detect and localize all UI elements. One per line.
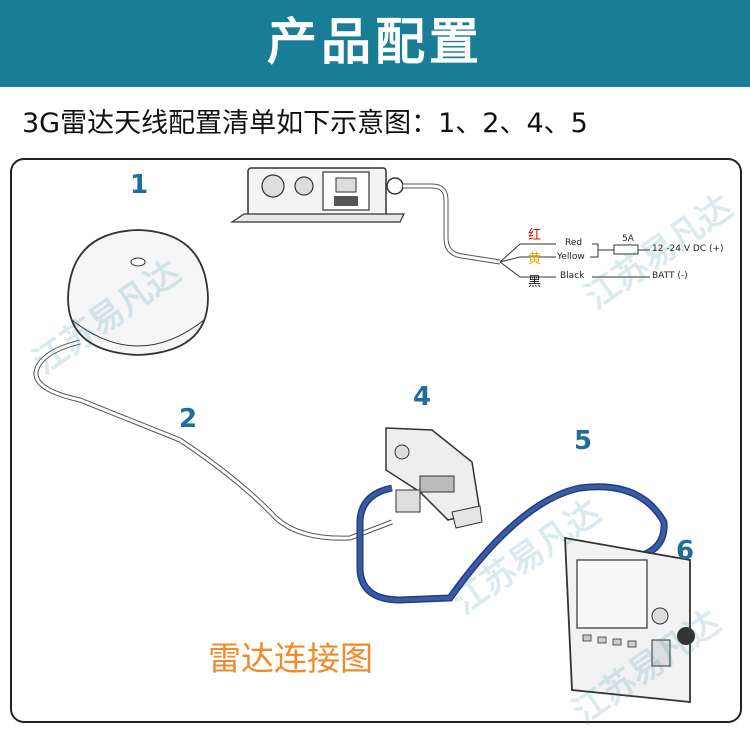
interface-box xyxy=(232,168,404,222)
wire-black-cn: 黑 xyxy=(528,271,541,290)
callout-radar: 1 xyxy=(130,170,148,200)
wire-red-cn: 红 xyxy=(528,224,541,243)
wire-red-label: Red xyxy=(565,238,582,248)
callout-cable-5: 5 xyxy=(574,426,592,456)
wire-yellow-cn: 黄 xyxy=(528,248,541,267)
connector-junction xyxy=(386,428,482,528)
diagram-caption: 雷达连接图 xyxy=(208,632,373,680)
callout-connector-4: 4 xyxy=(413,382,431,412)
callout-display-6: 6 xyxy=(676,536,694,566)
wire-yellow-label: Yellow xyxy=(557,252,585,262)
callout-cable-2: 2 xyxy=(179,404,197,434)
